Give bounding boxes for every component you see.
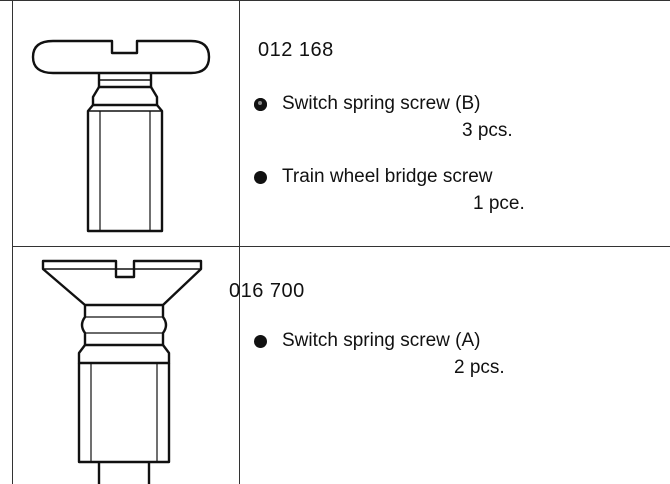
part-number: 012 168 — [258, 39, 334, 61]
list-item: Train wheel bridge screw 1 pce. — [240, 166, 670, 216]
item-label: Switch spring screw (A) — [282, 330, 481, 351]
list-item: Switch spring screw (B) 3 pcs. — [240, 93, 670, 143]
row-divider — [12, 246, 670, 247]
round-head-screw-icon — [31, 39, 211, 233]
drawing-cell-1 — [13, 1, 239, 246]
item-quantity: 1 pce. — [473, 193, 525, 214]
part-number: 016 700 — [229, 280, 305, 302]
description-cell-2: 016 700 Switch spring screw (A) 2 pcs. — [229, 247, 670, 484]
countersunk-screw-icon — [41, 259, 203, 484]
top-border — [0, 0, 670, 1]
item-quantity: 3 pcs. — [462, 120, 513, 141]
list-item: Switch spring screw (A) 2 pcs. — [240, 330, 670, 380]
ringed-bullet-icon — [254, 98, 267, 111]
description-cell-1: 012 168 Switch spring screw (B) 3 pcs. T… — [240, 1, 670, 246]
item-label: Switch spring screw (B) — [282, 93, 481, 114]
item-quantity: 2 pcs. — [454, 357, 505, 378]
column-divider — [239, 0, 240, 484]
drawing-cell-2 — [13, 247, 239, 484]
solid-bullet-icon — [254, 171, 267, 184]
solid-bullet-icon — [254, 335, 267, 348]
item-label: Train wheel bridge screw — [282, 166, 493, 187]
left-border — [12, 0, 13, 484]
